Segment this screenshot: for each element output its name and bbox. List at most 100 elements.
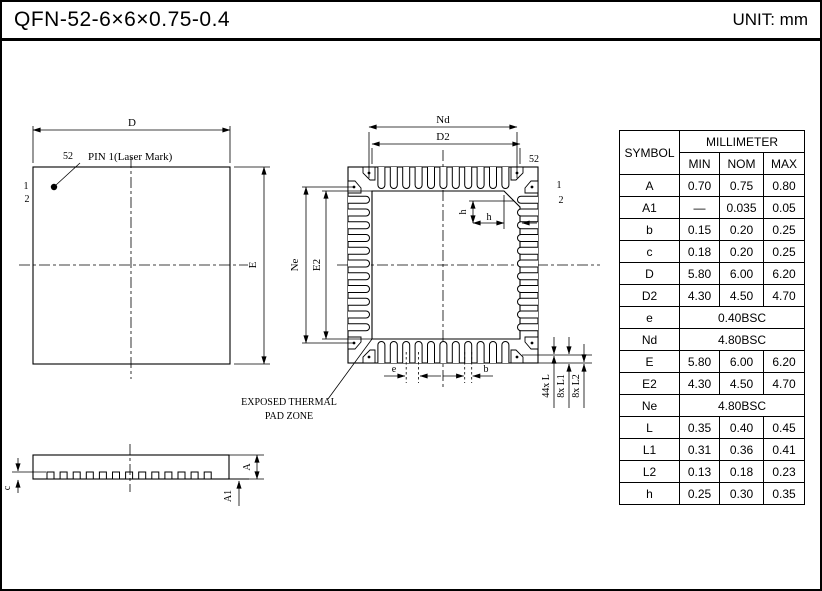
corner-pads-group bbox=[347, 166, 539, 364]
package-body-outline bbox=[32, 166, 231, 365]
bottom-view-drawing: Nd D2 Ne E2 52 1 2 h h e b bbox=[241, 114, 600, 422]
e-dimension-label: E bbox=[247, 261, 259, 268]
b-extension-lines bbox=[464, 352, 473, 383]
pin-pad-top bbox=[377, 167, 386, 189]
page-header: QFN-52-6×6×0.75-0.4 UNIT: mm bbox=[2, 2, 820, 41]
pin1-leader-line bbox=[55, 162, 81, 186]
pin-pad-left bbox=[348, 272, 370, 281]
a-dimension-label: A bbox=[242, 463, 253, 471]
table-row: D 5.80 6.00 6.20 bbox=[619, 262, 805, 285]
pin-pad-right bbox=[517, 234, 538, 242]
e2-dimension-label: E2 bbox=[311, 259, 323, 271]
symbol-cell: E2 bbox=[619, 372, 680, 395]
pin-pad-bottom bbox=[464, 341, 473, 363]
pin-pad-right bbox=[517, 246, 538, 255]
d-dimension-label: D bbox=[128, 117, 136, 129]
pin-pad-left bbox=[348, 323, 370, 332]
symbol-cell: E bbox=[619, 350, 680, 373]
pin2-number: 2 bbox=[25, 194, 30, 205]
ne-extension-lines bbox=[302, 186, 354, 344]
nom-cell: 0.30 bbox=[719, 482, 764, 505]
pin-pad-left bbox=[348, 221, 370, 230]
symbol-cell: b bbox=[619, 218, 680, 241]
thermal-pad-label-line2: PAD ZONE bbox=[265, 411, 313, 422]
nom-cell: 0.40 bbox=[719, 416, 764, 439]
pin-pad-right bbox=[517, 285, 538, 293]
pin-pad-top bbox=[402, 167, 411, 189]
nom-cell: 6.00 bbox=[719, 350, 764, 373]
page-title: QFN-52-6×6×0.75-0.4 bbox=[14, 8, 231, 31]
span-value-cell: 4.80BSC bbox=[679, 328, 805, 351]
nom-cell: 0.035 bbox=[719, 196, 764, 219]
pin-pad-bottom bbox=[476, 341, 485, 363]
side-view-drawing: c A A1 bbox=[2, 444, 264, 506]
lead-bumps-group bbox=[46, 471, 212, 480]
nom-cell: 0.18 bbox=[719, 460, 764, 483]
top-view-drawing: D E 52 PIN 1(Laser Mark) 1 2 bbox=[19, 117, 270, 379]
lead-bump bbox=[138, 471, 147, 480]
pin-pad-top bbox=[439, 167, 448, 189]
pin-pad-bottom bbox=[451, 341, 460, 363]
max-cell: 4.70 bbox=[763, 372, 805, 395]
lead-bump bbox=[59, 471, 68, 480]
pin-pad-bottom bbox=[389, 341, 398, 363]
table-row: Nd 4.80BSC bbox=[619, 328, 805, 351]
nom-cell: 0.20 bbox=[719, 218, 764, 241]
table-row: A1 — 0.035 0.05 bbox=[619, 196, 805, 219]
symbol-cell: Nd bbox=[619, 328, 680, 351]
max-cell: 0.80 bbox=[763, 174, 805, 197]
nom-header: NOM bbox=[719, 152, 764, 175]
max-cell: 4.70 bbox=[763, 284, 805, 307]
table-subheader-row: MIN NOM MAX bbox=[620, 152, 805, 175]
lead-bump bbox=[203, 471, 212, 480]
symbol-cell: D2 bbox=[619, 284, 680, 307]
pin1-number: 1 bbox=[24, 181, 29, 192]
pin-pad-top bbox=[476, 167, 485, 189]
pin-pad-top bbox=[389, 167, 398, 189]
l2-count-label: 8x L2 bbox=[571, 374, 582, 398]
pin1-number: 1 bbox=[557, 180, 562, 191]
span-value-cell: 4.80BSC bbox=[679, 394, 805, 417]
pin-pad-bottom bbox=[501, 341, 510, 363]
min-cell: 0.15 bbox=[679, 218, 720, 241]
pin-pad-right bbox=[517, 297, 538, 306]
table-header-row: SYMBOL MILLIMETER bbox=[619, 130, 805, 175]
lead-reference-lines bbox=[522, 354, 592, 364]
span-value-cell: 0.40BSC bbox=[679, 306, 805, 329]
pin-pad-top bbox=[489, 167, 497, 189]
pin-pad-top bbox=[414, 167, 423, 189]
min-cell: 0.25 bbox=[679, 482, 720, 505]
min-cell: 4.30 bbox=[679, 372, 720, 395]
table-row: b 0.15 0.20 0.25 bbox=[619, 218, 805, 241]
lead-bump bbox=[85, 471, 94, 480]
min-cell: — bbox=[679, 196, 720, 219]
nd-dimension-label: Nd bbox=[436, 114, 450, 126]
pin-pad-left bbox=[348, 297, 370, 306]
a1-dimension-label: A1 bbox=[223, 490, 234, 502]
symbol-cell: L2 bbox=[619, 460, 680, 483]
min-cell: 4.30 bbox=[679, 284, 720, 307]
pin-pad-left bbox=[348, 195, 370, 204]
ne-dimension-label: Ne bbox=[289, 258, 301, 271]
pin-pads-group bbox=[348, 167, 538, 363]
nom-cell: 0.75 bbox=[719, 174, 764, 197]
pin-pad-top bbox=[501, 167, 510, 189]
lead-bump bbox=[190, 471, 199, 480]
pin-pad-left bbox=[348, 246, 370, 255]
min-cell: 0.31 bbox=[679, 438, 720, 461]
pin-pad-right bbox=[517, 259, 538, 268]
pin-pad-bottom bbox=[489, 341, 497, 363]
pin-pad-right bbox=[517, 323, 538, 332]
h-reference-lines bbox=[469, 195, 514, 229]
max-header: MAX bbox=[763, 152, 805, 175]
nom-cell: 4.50 bbox=[719, 372, 764, 395]
pin-pad-left bbox=[348, 234, 370, 242]
lead-bump bbox=[46, 471, 55, 480]
pin-pad-right bbox=[517, 208, 538, 217]
pin-pad-right bbox=[517, 272, 538, 281]
max-cell: 0.25 bbox=[763, 240, 805, 263]
table-row: e 0.40BSC bbox=[619, 306, 805, 329]
max-cell: 6.20 bbox=[763, 350, 805, 373]
symbol-cell: e bbox=[619, 306, 680, 329]
